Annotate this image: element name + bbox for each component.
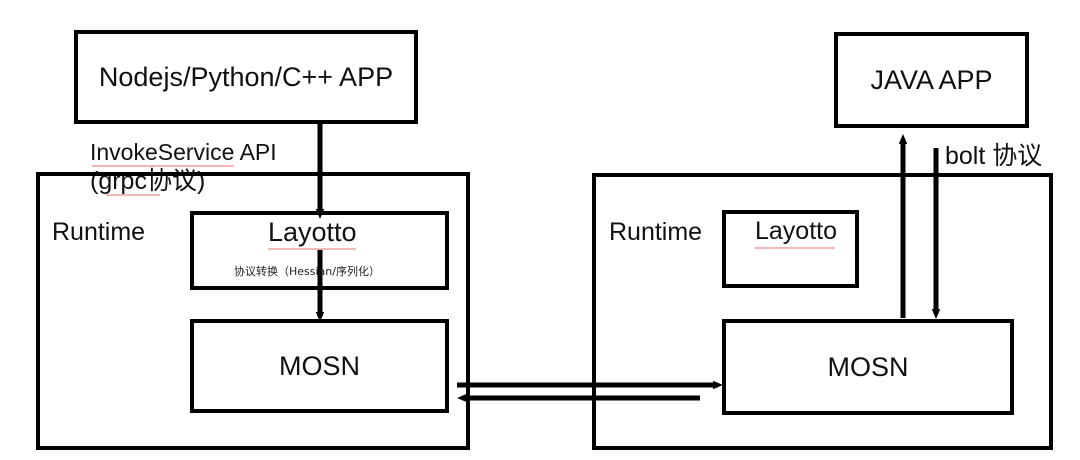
right-layotto-box[interactable] [722,210,859,288]
invoke-service-api-line2: (grpc协议) [90,167,206,196]
left-layotto-label: Layotto [268,217,357,247]
left-layotto-note: 协议转换（Hessian/序列化） [234,265,380,278]
grpc-spellcheck-underline [106,194,160,196]
right-layotto-spellcheck-underline [755,247,835,249]
right-runtime-label: Runtime [609,218,703,246]
right-app-box[interactable]: JAVA APP [834,32,1029,128]
bolt-protocol-label: bolt 协议 [945,142,1043,170]
left-mosn-box[interactable]: MOSN [190,319,449,413]
right-mosn-box[interactable]: MOSN [722,319,1014,415]
invoke-service-api-line1: InvokeService API [90,139,277,165]
right-layotto-label: Layotto [755,217,838,245]
invoke-api-spellcheck-underline [92,165,234,167]
left-runtime-label: Runtime [52,218,146,246]
left-layotto-spellcheck-underline [268,248,356,250]
right-mosn-label: MOSN [827,351,909,382]
left-runtime-container[interactable] [36,172,470,450]
left-layotto-box[interactable] [190,211,449,290]
right-app-box-label: JAVA APP [870,64,993,95]
invoke-service-api-label: InvokeService API (grpc协议) [90,138,277,197]
left-mosn-label: MOSN [279,350,360,381]
right-runtime-container[interactable] [592,173,1053,450]
left-app-box[interactable]: Nodejs/Python/C++ APP [74,30,418,124]
left-app-box-label: Nodejs/Python/C++ APP [98,61,394,92]
